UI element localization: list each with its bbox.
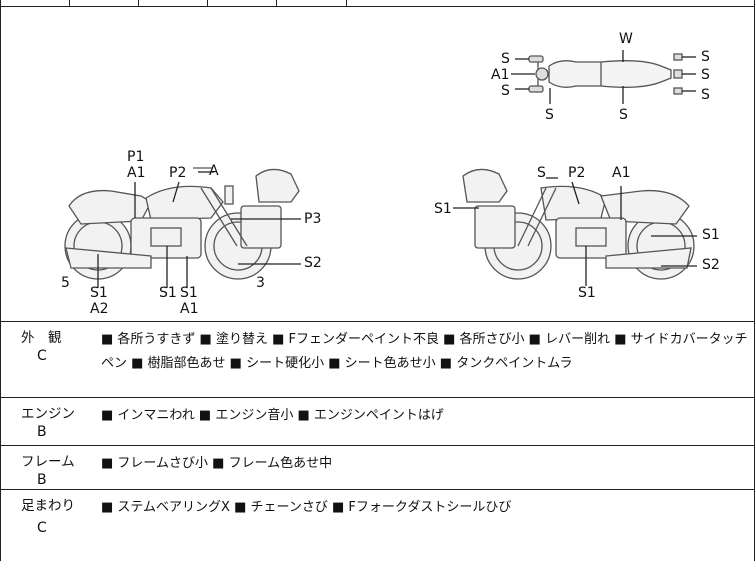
label-top-W: W xyxy=(619,31,633,47)
label-left-P1: P1 xyxy=(127,149,145,165)
label-top-S-right3: S xyxy=(701,87,710,103)
label-left-P2: P2 xyxy=(169,165,187,181)
row-grade: B xyxy=(37,424,47,440)
row-items: ■ ステムベアリングX ■ チェーンさび ■ Fフォークダストシールひび xyxy=(101,500,512,515)
row-category: エンジン xyxy=(21,406,75,422)
label-top-S-right2: S xyxy=(701,67,710,83)
damage-diagram: W S A1 S S S S S S P1 A1 P2 A P3 S2 5 S1… xyxy=(0,6,755,322)
label-right-A1: A1 xyxy=(612,165,631,181)
label-top-S-bottom1: S xyxy=(545,107,554,123)
label-top-S-left1: S xyxy=(501,51,510,67)
row-category: 外 観 xyxy=(21,330,62,346)
label-left-A1: A1 xyxy=(127,165,146,181)
row-grade: B xyxy=(37,472,47,488)
label-top-S-right1: S xyxy=(701,49,710,65)
top-view-motorcycle xyxy=(511,50,696,104)
row-grade: C xyxy=(37,348,47,364)
label-left-S1-b: S1 xyxy=(159,285,177,301)
left-side-view-motorcycle xyxy=(64,167,300,280)
label-left-S1-c: S1 xyxy=(180,285,198,301)
motorcycle-diagram-illustration xyxy=(64,50,697,288)
row-items: ■ フレームさび小 ■ フレーム色あせ中 xyxy=(101,456,333,471)
label-right-S: S xyxy=(537,165,546,181)
label-right-P2: P2 xyxy=(568,165,586,181)
label-right-S1-left: S1 xyxy=(434,201,452,217)
label-left-S2: S2 xyxy=(304,255,322,271)
row-category: 足まわり xyxy=(21,498,75,514)
row-items: ■ 各所うすきず ■ 塗り替え ■ Fフェンダーペイント不良 ■ 各所さび小 ■… xyxy=(101,332,748,371)
label-left-P3: P3 xyxy=(304,211,322,227)
label-left-3: 3 xyxy=(256,275,265,291)
row-items: ■ インマニわれ ■ エンジン音小 ■ エンジンペイントはげ xyxy=(101,408,444,423)
right-side-view-motorcycle xyxy=(462,168,695,280)
condition-row-exterior: 外 観 C ■ 各所うすきず ■ 塗り替え ■ Fフェンダーペイント不良 ■ 各… xyxy=(0,322,755,398)
label-left-A1-bottom: A1 xyxy=(180,301,199,317)
condition-row-engine: エンジン B ■ インマニわれ ■ エンジン音小 ■ エンジンペイントはげ xyxy=(0,398,755,446)
label-left-5: 5 xyxy=(61,275,70,291)
label-top-A1: A1 xyxy=(491,67,510,83)
label-right-S2: S2 xyxy=(702,257,720,273)
label-top-S-left2: S xyxy=(501,83,510,99)
row-category: フレーム xyxy=(21,454,75,470)
label-left-S1-a: S1 xyxy=(90,285,108,301)
label-right-S1-right: S1 xyxy=(702,227,720,243)
label-left-A: A xyxy=(209,163,219,179)
row-grade: C xyxy=(37,520,47,536)
label-right-S1-bottom: S1 xyxy=(578,285,596,301)
label-top-S-bottom2: S xyxy=(619,107,628,123)
condition-row-suspension: 足まわり C ■ ステムベアリングX ■ チェーンさび ■ Fフォークダストシー… xyxy=(0,490,755,561)
condition-row-frame: フレーム B ■ フレームさび小 ■ フレーム色あせ中 xyxy=(0,446,755,490)
label-left-A2: A2 xyxy=(90,301,109,317)
